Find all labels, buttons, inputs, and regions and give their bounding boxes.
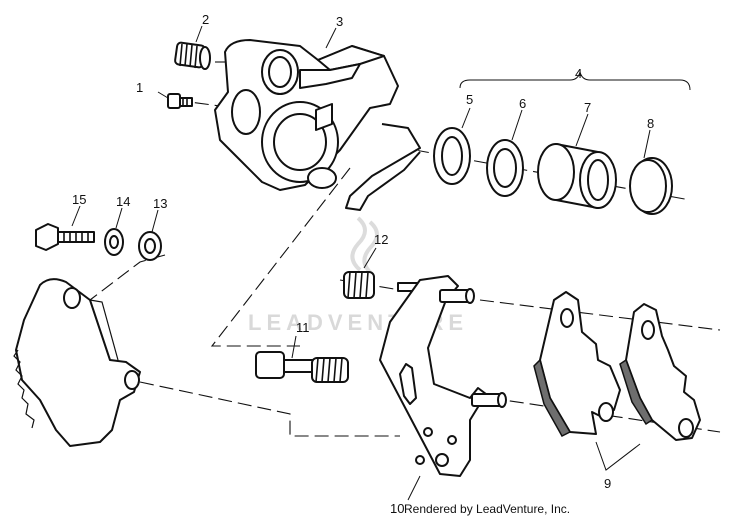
cap <box>629 157 673 215</box>
fitting <box>157 91 193 109</box>
callout-13: 13 <box>153 196 167 211</box>
bolt <box>35 223 95 251</box>
callout-6: 6 <box>519 96 526 111</box>
guide-pin-11 <box>255 351 349 383</box>
callout-leaders <box>71 25 651 501</box>
callout-1: 1 <box>136 80 143 95</box>
callout-14: 14 <box>116 194 130 209</box>
callout-10: 10 <box>390 501 404 516</box>
brake-pad-inner <box>533 291 621 437</box>
callout-4: 4 <box>575 66 582 81</box>
callout-11: 11 <box>296 320 310 335</box>
callout-7: 7 <box>584 100 591 115</box>
washer-14 <box>104 228 124 256</box>
seal-ring-6 <box>486 139 524 197</box>
group-bracket <box>459 71 691 91</box>
callout-8: 8 <box>647 116 654 131</box>
callout-12: 12 <box>374 232 388 247</box>
seal-ring-5 <box>433 127 471 185</box>
caliper-bracket <box>379 275 507 477</box>
callout-15: 15 <box>72 192 86 207</box>
washer-13 <box>138 231 162 261</box>
callout-labels: 1 2 3 4 5 6 7 8 9 10 11 12 13 14 15 <box>72 12 654 516</box>
mounting-bracket <box>13 278 141 447</box>
brake-pad-outer <box>619 303 701 441</box>
bleed-screw <box>174 41 211 70</box>
callout-3: 3 <box>336 14 343 29</box>
piston <box>537 143 617 209</box>
callout-2: 2 <box>202 12 209 27</box>
caliper-body <box>214 39 421 211</box>
callout-9: 9 <box>604 476 611 491</box>
credit-text: Rendered by LeadVenture, Inc. <box>404 502 570 516</box>
callout-5: 5 <box>466 92 473 107</box>
